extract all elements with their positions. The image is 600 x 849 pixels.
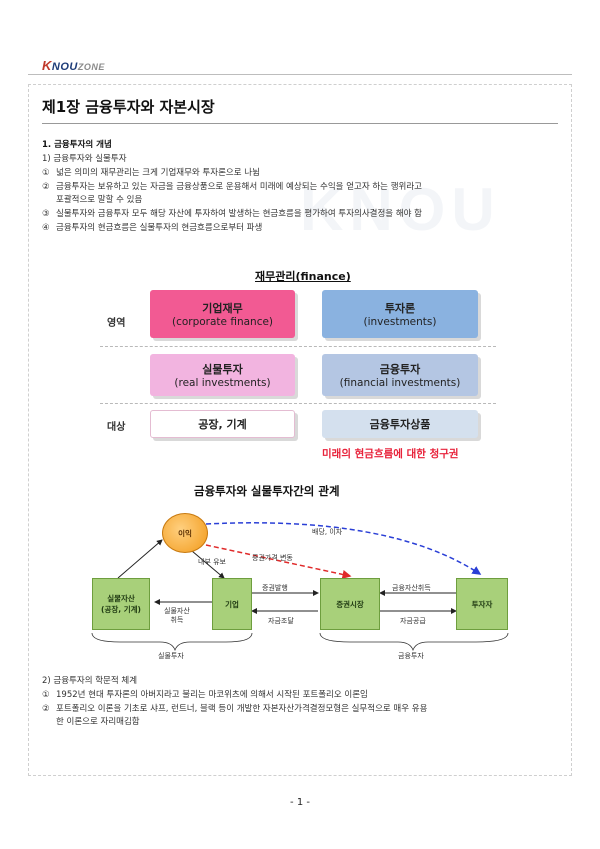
- list-item: ② 포트폴리오 이론을 기초로 샤프, 런트너, 블랙 등이 개발한 자본자산가격…: [42, 703, 562, 729]
- firm-node: 기업: [212, 578, 252, 630]
- logo-k: K: [42, 58, 52, 73]
- arrow-price-change: [205, 544, 352, 579]
- retained-label: 내부 유보: [198, 558, 226, 566]
- dividend-label: 배당, 이자: [312, 528, 343, 536]
- node-sublabel: (공장, 기계): [101, 605, 141, 614]
- list-item-text: 금융투자는 보유하고 있는 자금을 금융상품으로 운용해서 미래에 예상되는 수…: [56, 182, 422, 192]
- list-item: ④ 금융투자의 현금흐름은 실물투자의 현금흐름으로부터 파생: [42, 222, 562, 235]
- claim-caption: 미래의 현금흐름에 대한 청구권: [322, 448, 459, 460]
- supply-label: 자금공급: [400, 617, 426, 625]
- corporate-finance-box: 기업재무 (corporate finance): [150, 290, 295, 338]
- financial-investments-box: 금융투자 (financial investments): [322, 354, 478, 396]
- list-item-text: 실물투자와 금융투자 모두 해당 자산에 투자하여 발생하는 현금흐름을 평가하…: [56, 209, 422, 219]
- divider-dashed: [100, 403, 496, 404]
- factory-machine-box: 공장, 기계: [150, 410, 295, 438]
- list-item-continuation: 포괄적으로 말할 수 있음: [56, 195, 143, 205]
- row-label-area: 영역: [107, 318, 126, 329]
- list-item-number: ②: [42, 704, 50, 714]
- header-divider: [28, 74, 572, 75]
- watermark-logo: KNOU: [300, 176, 501, 243]
- brace-real-investment: [91, 632, 253, 652]
- list-item-text: 금융투자의 현금흐름은 실물투자의 현금흐름으로부터 파생: [56, 223, 263, 233]
- section-heading: 1. 금융투자의 개념: [42, 140, 112, 150]
- real-investments-box: 실물투자 (real investments): [150, 354, 295, 396]
- box-title: 투자론: [384, 302, 416, 315]
- relation-diagram-title: 금융투자와 실물투자간의 관계: [194, 484, 340, 498]
- box-title: 금융투자: [379, 363, 421, 376]
- subsection-heading: 1) 금융투자와 실물투자: [42, 154, 127, 164]
- real-asset-node: 실물자산 (공장, 기계): [92, 578, 150, 630]
- divider-dashed: [100, 346, 496, 347]
- financial-investment-label: 금융투자: [398, 652, 424, 660]
- arrow-dividend: [205, 522, 482, 575]
- page-title: 제1장 금융투자와 자본시장: [42, 98, 215, 116]
- financial-products-box: 금융투자상품: [322, 410, 478, 438]
- arrow-retained: [191, 550, 225, 579]
- investments-box: 투자론 (investments): [322, 290, 478, 338]
- acquire-label: 실물자산 취득: [164, 607, 190, 625]
- box-title: 실물투자: [202, 363, 243, 376]
- real-investment-label: 실물투자: [158, 652, 184, 660]
- profit-node: 이익: [162, 513, 208, 553]
- list-item: ① 1952년 현대 투자론의 아버지라고 불리는 마코위츠에 의해서 시작된 포…: [42, 689, 562, 702]
- list-item: ① 넓은 의미의 재무관리는 크게 기업재무와 투자론으로 나뉨: [42, 167, 562, 180]
- node-label: 실물자산: [107, 594, 135, 603]
- investor-node: 투자자: [456, 578, 508, 630]
- box-subtitle: (financial investments): [339, 377, 461, 389]
- list-item-number: ④: [42, 223, 50, 233]
- list-item-continuation: 한 이론으로 자리매김함: [56, 717, 140, 727]
- content-frame: [28, 84, 572, 776]
- price-change-label: 증권가격 변동: [252, 554, 293, 562]
- box-title: 금융투자상품: [369, 418, 431, 431]
- row-label-target: 대상: [107, 422, 126, 433]
- buy-securities-label: 금융자산취득: [392, 584, 431, 592]
- subsection-heading: 2) 금융투자의 학문적 체계: [42, 676, 138, 686]
- arrow-asset-profit: [117, 539, 163, 579]
- securities-market-node: 증권시장: [320, 578, 380, 630]
- list-item-text: 넓은 의미의 재무관리는 크게 기업재무와 투자론으로 나뉨: [56, 168, 260, 178]
- list-item: ② 금융투자는 보유하고 있는 자금을 금융상품으로 운용해서 미래에 예상되는 …: [42, 181, 562, 207]
- finance-diagram-title: 재무관리(finance): [255, 270, 351, 283]
- logo-zone: ZONE: [77, 62, 105, 72]
- list-item-number: ②: [42, 182, 50, 192]
- box-title: 기업재무: [202, 302, 243, 315]
- box-subtitle: (real investments): [174, 377, 271, 389]
- acquire-label-line2: 취득: [170, 616, 184, 624]
- brace-financial-investment: [319, 632, 509, 652]
- list-item-text: 포트폴리오 이론을 기초로 샤프, 런트너, 블랙 등이 개발한 자본자산가격결…: [56, 704, 428, 714]
- box-subtitle: (investments): [363, 316, 437, 328]
- title-rule: [42, 123, 558, 124]
- list-item-number: ③: [42, 209, 50, 219]
- box-subtitle: (corporate finance): [171, 316, 274, 328]
- acquire-label-line1: 실물자산: [164, 607, 190, 615]
- list-item-text: 1952년 현대 투자론의 아버지라고 불리는 마코위츠에 의해서 시작된 포트…: [56, 690, 368, 700]
- list-item-number: ①: [42, 690, 50, 700]
- logo-nou: NOU: [51, 61, 78, 73]
- list-item-number: ①: [42, 168, 50, 178]
- list-item: ③ 실물투자와 금융투자 모두 해당 자산에 투자하여 발생하는 현금흐름을 평가…: [42, 208, 562, 221]
- issue-label: 증권발행: [262, 584, 288, 592]
- box-title: 공장, 기계: [198, 418, 247, 431]
- raise-label: 자금조달: [268, 617, 294, 625]
- knouzone-logo: KNOUZONE: [42, 58, 105, 73]
- page-number: - 1 -: [290, 797, 310, 808]
